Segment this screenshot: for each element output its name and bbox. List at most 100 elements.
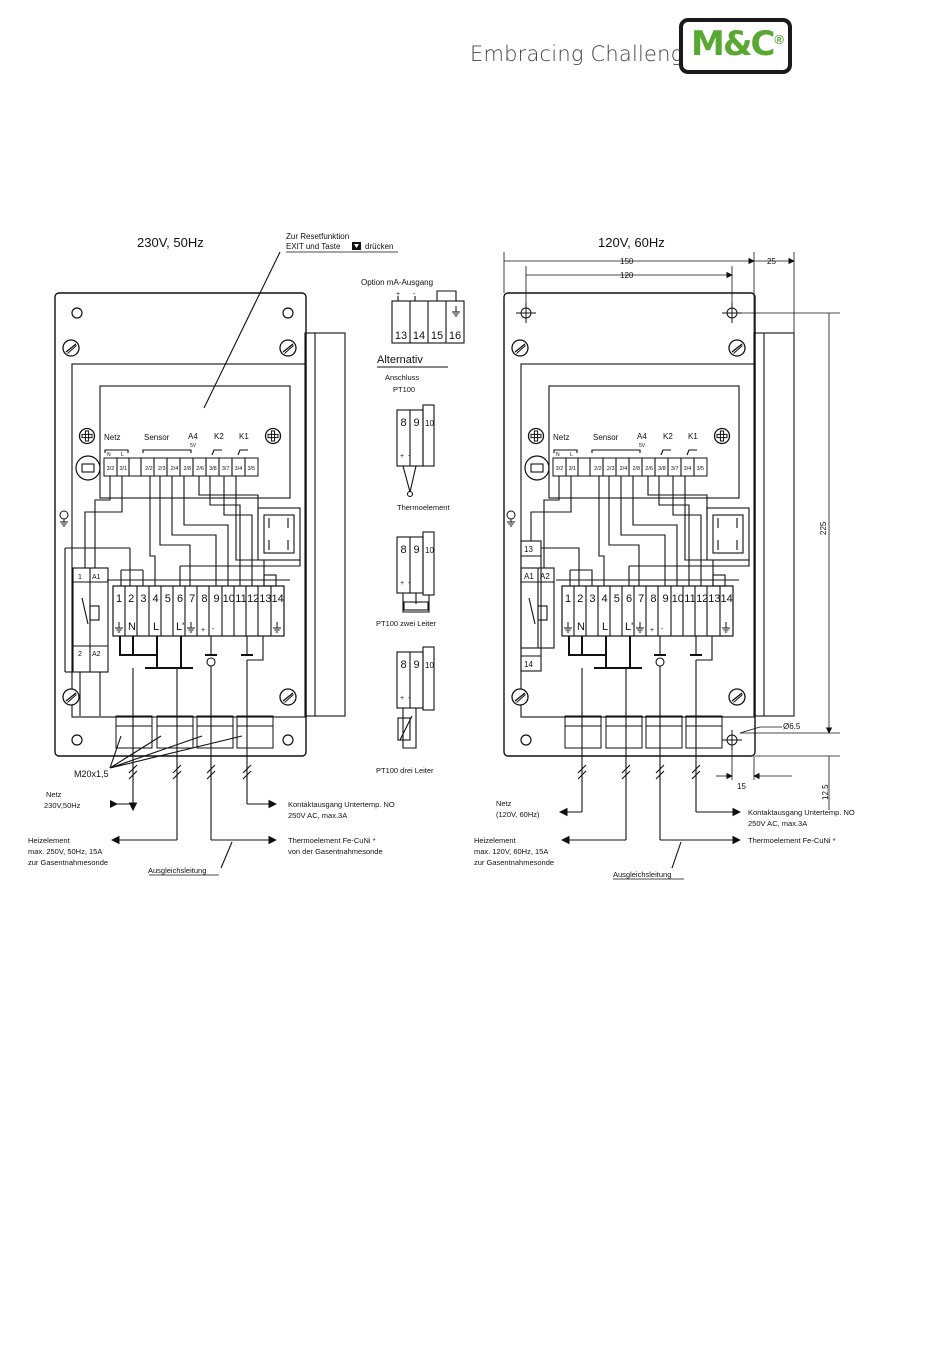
alt1-term-0: 8: [400, 417, 406, 429]
left-thermo-line1: Thermoelement Fe-CuNi *: [288, 836, 376, 845]
left-top-term-6: 2/8: [183, 466, 191, 472]
left-main-term-3: 4: [153, 593, 159, 605]
left-main-term-11: 12: [247, 593, 259, 605]
left-top-term-8: 3/8: [209, 466, 217, 472]
reset-note-line2b: drücken: [365, 242, 393, 251]
group-k2: K2: [214, 432, 224, 441]
dim-hole: Ø6.5: [783, 722, 801, 731]
group-k1: K1: [239, 432, 249, 441]
option-term-1: 14: [413, 330, 425, 342]
right-top-term-8: 3/8: [658, 466, 666, 472]
netz-l: L: [121, 452, 124, 458]
dim-25: 25: [767, 257, 776, 266]
dim-125: 12.5: [821, 784, 830, 800]
option-term-0: 13: [395, 330, 407, 342]
left-heiz-line1: Heizelement: [28, 836, 71, 845]
left-sub-plus: +: [201, 627, 205, 634]
right-sub-l: L: [602, 621, 608, 633]
right-kontakt-line2: 250V AC, max.3A: [748, 819, 807, 828]
left-main-term-12: 13: [259, 593, 271, 605]
right-thermo-line1: Thermoelement Fe-CuNi *: [748, 836, 836, 845]
left-sub-l: L: [153, 621, 159, 633]
alt3-polarity-1: -: [408, 695, 411, 702]
alt2-polarity-0: +: [400, 580, 404, 587]
left-main-term-7: 8: [201, 593, 207, 605]
reset-note-line1: Zur Resetfunktion: [286, 232, 349, 241]
left-main-term-10: 11: [235, 593, 246, 605]
pt100-drei-label: PT100 drei Leiter: [376, 766, 434, 775]
right-top-term-9: 3/7: [671, 466, 679, 472]
right-main-term-7: 8: [650, 593, 656, 605]
right-top-term-7: 2/6: [645, 466, 653, 472]
r-group-netz: Netz: [553, 433, 569, 442]
right-netz-line1: Netz: [496, 799, 512, 808]
alt3-term-0: 8: [400, 659, 406, 671]
left-top-term-7: 2/6: [196, 466, 204, 472]
left-relay-a2: A2: [92, 651, 101, 658]
right-main-term-11: 12: [696, 593, 708, 605]
logo-text: M&C: [691, 24, 775, 64]
left-main-term-9: 10: [223, 593, 235, 605]
right-relay-a1: A1: [524, 572, 534, 581]
right-main-term-12: 13: [708, 593, 720, 605]
left-heiz-line3: zur Gasentnahmesonde: [28, 858, 108, 867]
r-group-sensor: Sensor: [593, 433, 619, 442]
left-top-term-0: 3/2: [107, 466, 115, 472]
right-relay-13: 13: [524, 545, 533, 554]
middle-options: [377, 290, 465, 749]
right-sub-plus: +: [650, 627, 654, 634]
netz-n: N: [107, 452, 111, 458]
group-sensor: Sensor: [144, 433, 170, 442]
pt100-label: PT100: [393, 385, 415, 394]
reset-note-line2: EXIT und Taste: [286, 242, 341, 251]
mc-logo: M&C ®: [679, 18, 792, 74]
right-ground-symbols: [563, 621, 731, 633]
left-main-term-5: 6: [177, 593, 183, 605]
right-top-term-10: 3/4: [684, 466, 692, 472]
left-main-term-1: 2: [128, 593, 134, 605]
gland-label: M20x1,5: [74, 769, 109, 779]
alt3-polarity-0: +: [400, 695, 404, 702]
thermoelement-label: Thermoelement: [397, 503, 450, 512]
left-kontakt-line2: 250V AC, max.3A: [288, 811, 347, 820]
right-main-term-13: 14: [720, 593, 732, 605]
right-netz-line2: (120V, 60Hz): [496, 810, 540, 819]
right-relay-a2: A2: [540, 572, 550, 581]
left-main-term-13: 14: [271, 593, 283, 605]
group-netz: Netz: [104, 433, 120, 442]
left-top-term-11: 3/5: [247, 466, 255, 472]
alt1-polarity-0: +: [400, 453, 404, 460]
tagline: Embracing Challenge: [470, 42, 697, 66]
left-diagram-230v: [54, 251, 346, 876]
right-top-term-3: 2/2: [594, 466, 602, 472]
logo-registered-mark: ®: [774, 32, 784, 47]
left-netz-line1: Netz: [46, 790, 62, 799]
left-ausgleich: Ausgleichsleitung: [148, 866, 206, 875]
dim-225: 225: [819, 521, 828, 535]
anschluss-label: Anschluss: [385, 373, 419, 382]
right-main-term-1: 2: [577, 593, 583, 605]
r-group-k2: K2: [663, 432, 673, 441]
right-relay-14: 14: [524, 660, 533, 669]
left-top-term-10: 3/4: [235, 466, 243, 472]
right-main-term-4: 5: [614, 593, 620, 605]
option-minus: -: [413, 291, 416, 298]
r-group-k1: K1: [688, 432, 698, 441]
left-top-term-9: 3/7: [222, 466, 230, 472]
group-a4: A4: [188, 432, 198, 441]
left-heiz-line2: max. 250V, 50Hz, 15A: [28, 847, 102, 856]
left-netz-line2: 230V,50Hz: [44, 801, 81, 810]
left-main-term-8: 9: [214, 593, 220, 605]
alt3-term-2: 10: [425, 661, 434, 670]
right-title: 120V, 60Hz: [598, 235, 665, 250]
left-arrow-heads: [110, 800, 118, 808]
right-main-term-10: 11: [684, 593, 695, 605]
left-relay-a1: A1: [92, 574, 101, 581]
right-main-term-0: 1: [565, 593, 571, 605]
alt1-term-2: 10: [425, 419, 434, 428]
